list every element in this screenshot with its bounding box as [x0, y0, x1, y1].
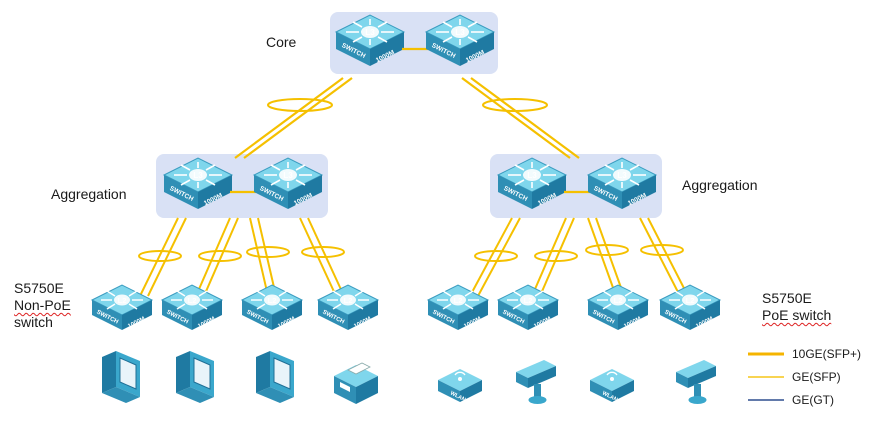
switch-l2-text: L2: [268, 296, 277, 305]
legend-label-10ge-sfp-plus: 10GE(SFP+): [792, 347, 862, 361]
pc-icon: [255, 350, 295, 404]
access-switch: [497, 284, 559, 331]
switch-l2-text: L2: [524, 296, 533, 305]
pc-icon: [101, 350, 141, 404]
switch-l2-text: L2: [614, 296, 623, 305]
access-switch: [241, 284, 303, 331]
switch-l2-text: L2: [686, 296, 695, 305]
access-switch: [427, 284, 489, 331]
switch-l2-text: L2: [454, 296, 463, 305]
access-right-label: S5750E PoE switch: [762, 290, 831, 324]
legend-label-ge-gt: GE(GT): [792, 393, 834, 407]
link-bundle-ring: [267, 98, 333, 112]
switch-l3-text: L3: [283, 171, 293, 180]
camera-icon: [516, 360, 556, 404]
switch-l3-text: L3: [365, 28, 375, 37]
access-right-label-line1: S5750E: [762, 290, 812, 306]
core-aggregation-links: [234, 77, 580, 159]
switch-l3-text: L3: [527, 171, 537, 180]
access-switch: [587, 284, 649, 331]
legend-label-ge-sfp: GE(SFP): [792, 370, 841, 384]
aggregation-right-label: Aggregation: [682, 177, 758, 193]
link-bundle-ring: [482, 98, 548, 112]
switch-l2-text: L2: [118, 296, 127, 305]
pc-icon: [175, 350, 215, 404]
printer-icon: [333, 362, 379, 405]
aggregation-access-links: [139, 217, 689, 297]
access-switch: [659, 284, 721, 331]
camera-icon: [676, 360, 716, 404]
access-link-bundle-rings: [138, 244, 684, 262]
switch-l3-text: L3: [193, 171, 203, 180]
access-left-label: S5750E Non-PoE switch: [14, 280, 71, 331]
access-left-label-line3: switch: [14, 314, 53, 330]
access-left-label-line2: Non-PoE: [14, 297, 71, 313]
access-switch: [317, 284, 379, 331]
switch-l3-text: L3: [617, 171, 627, 180]
access-left-label-line1: S5750E: [14, 280, 64, 296]
access-right-label-line2: PoE switch: [762, 307, 832, 323]
access-switch: [161, 284, 223, 331]
switch-l2-text: L2: [344, 296, 353, 305]
switch-l2-text: L2: [188, 296, 197, 305]
core-label: Core: [266, 34, 297, 50]
switch-l3-text: L3: [455, 28, 465, 37]
aggregation-left-label: Aggregation: [51, 186, 127, 202]
